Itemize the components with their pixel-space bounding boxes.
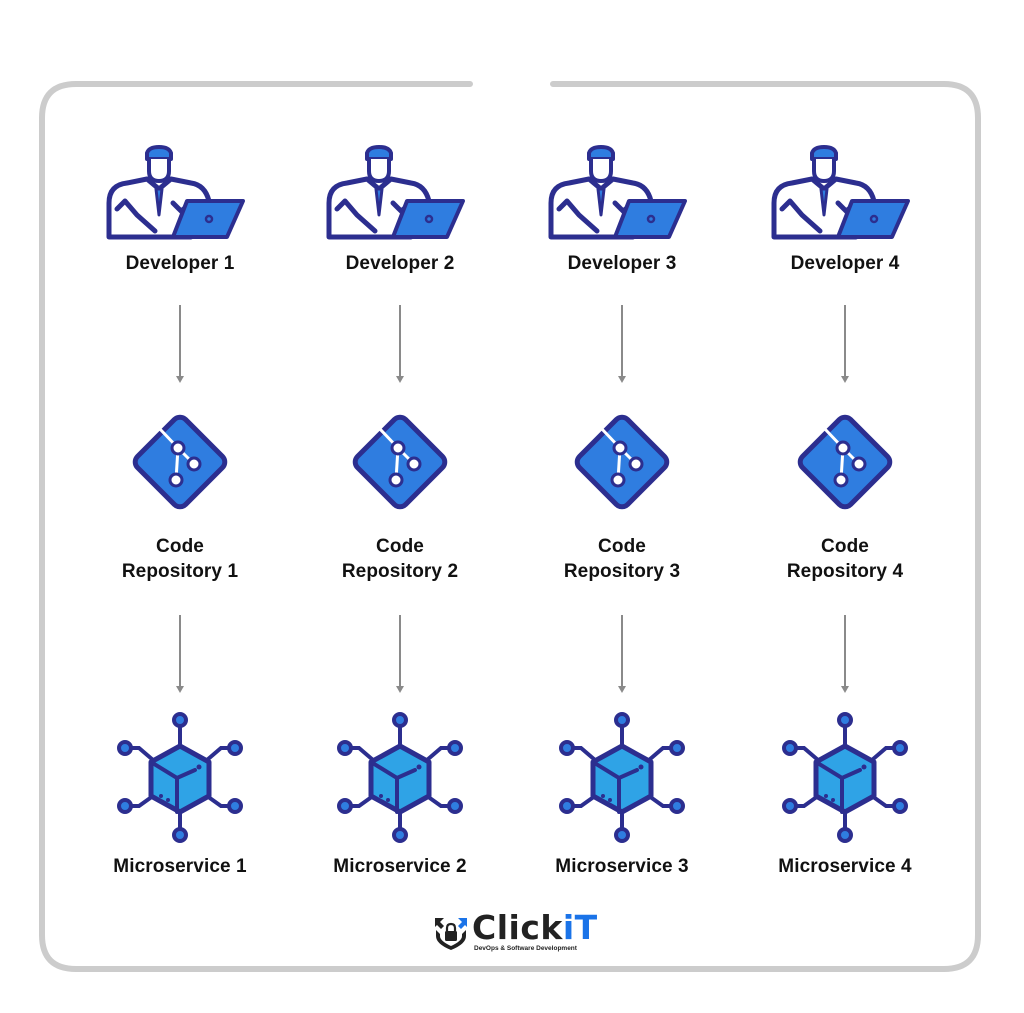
- developer-label: Developer 2: [345, 253, 455, 274]
- microservice-icon: [337, 712, 463, 843]
- shield-lock-icon: [435, 918, 467, 950]
- repository-label-line1: Code: [821, 536, 869, 557]
- microservice-label: Microservice 2: [333, 856, 467, 877]
- arrow-down-icon: [176, 615, 184, 693]
- repository-label-line2: Repository 3: [563, 561, 681, 582]
- repository-label-line2: Repository 2: [341, 561, 459, 582]
- microservice-label: Microservice 3: [555, 856, 689, 877]
- developer-label: Developer 4: [790, 253, 900, 274]
- microservice-icon: [782, 712, 908, 843]
- developer-icon: [771, 145, 910, 240]
- git-repository-icon: [574, 414, 670, 510]
- repository-label-line1: Code: [376, 536, 424, 557]
- developer-label: Developer 3: [567, 253, 677, 274]
- git-repository-icon: [132, 414, 228, 510]
- microservice-icon: [117, 712, 243, 843]
- arrow-down-icon: [618, 615, 626, 693]
- repository-label-line1: Code: [598, 536, 646, 557]
- git-repository-icon: [352, 414, 448, 510]
- clickit-logo: ClickiT DevOps & Software Development: [432, 908, 597, 956]
- microservice-label: Microservice 1: [113, 856, 247, 877]
- arrow-down-icon: [618, 305, 626, 383]
- repository-label-line2: Repository 4: [786, 561, 904, 582]
- microservice-label: Microservice 4: [778, 856, 912, 877]
- developer-label: Developer 1: [125, 253, 235, 274]
- arrow-down-icon: [176, 305, 184, 383]
- arrow-down-icon: [841, 615, 849, 693]
- logo-wordmark: ClickiT: [472, 908, 598, 947]
- repository-label-line2: Repository 1: [121, 561, 239, 582]
- repository-label-line1: Code: [156, 536, 204, 557]
- developer-icon: [326, 145, 465, 240]
- developer-icon: [548, 145, 687, 240]
- logo-tagline: DevOps & Software Development: [474, 945, 577, 952]
- arrow-down-icon: [841, 305, 849, 383]
- git-repository-icon: [797, 414, 893, 510]
- arrow-down-icon: [396, 615, 404, 693]
- arrow-down-icon: [396, 305, 404, 383]
- microservice-icon: [559, 712, 685, 843]
- developer-icon: [106, 145, 245, 240]
